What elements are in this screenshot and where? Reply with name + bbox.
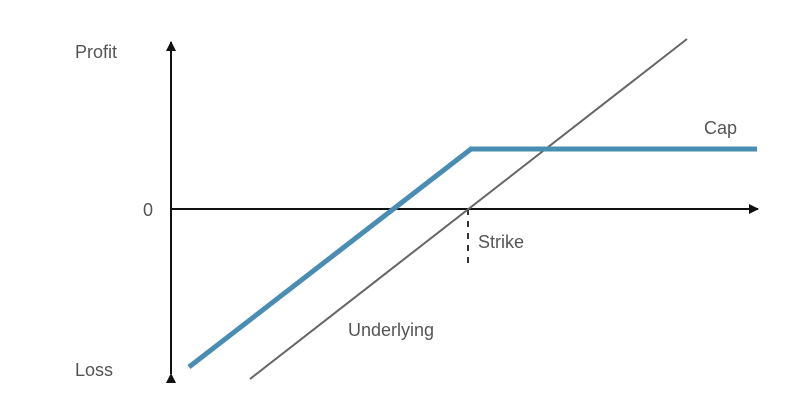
underlying-label: Underlying (348, 320, 434, 340)
loss-label: Loss (75, 360, 113, 380)
strike-label: Strike (478, 232, 524, 252)
capped-payoff-line (187, 146, 757, 369)
cap-label: Cap (704, 118, 737, 138)
zero-label: 0 (143, 200, 153, 220)
underlying-line (249, 38, 688, 380)
profit-label: Profit (75, 42, 117, 62)
